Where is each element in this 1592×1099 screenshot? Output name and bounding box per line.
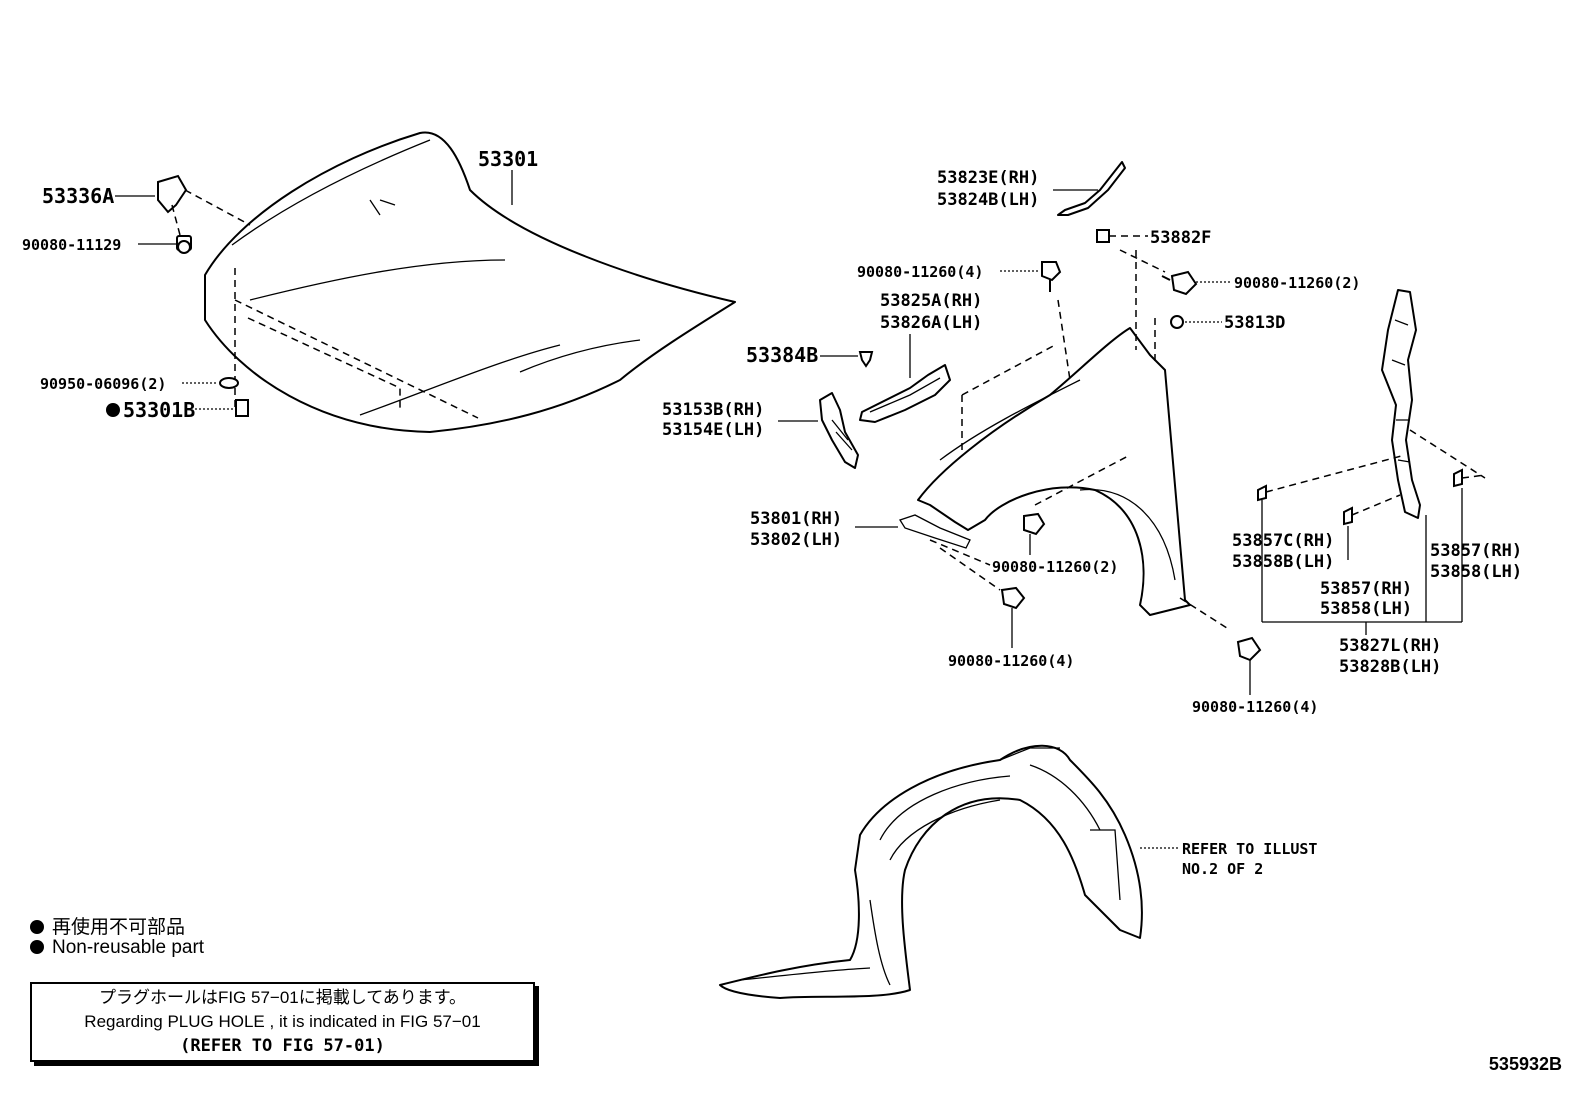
nut-icon [1170, 315, 1184, 329]
right-bolt [1236, 636, 1262, 662]
label-bracket-lh: 53826A(LH) [880, 313, 982, 333]
clip-icon [1096, 229, 1110, 243]
legend-en-text: Non-reusable part [52, 937, 205, 958]
note-jp: プラグホールはFIG 57−01に掲載してあります。 [98, 988, 467, 1007]
label-plug: 90950-06096(2) [40, 375, 166, 393]
bullet-icon [30, 920, 44, 934]
front-fender [899, 327, 1231, 631]
label-hinge-bolt: 90080-11129 [22, 236, 121, 254]
label-top-bolt-2: 90080-11260(2) [1234, 274, 1360, 292]
legend-jp: 再使用不可部品 [30, 912, 185, 939]
hood-panel [184, 131, 736, 433]
note-en: Regarding PLUG HOLE , it is indicated in… [84, 1012, 481, 1031]
fender-seal [1057, 161, 1126, 216]
plug-hole-note-box: プラグホールはFIG 57−01に掲載してあります。 Regarding PLU… [30, 982, 535, 1062]
label-pad-b-lh: 53858B(LH) [1232, 552, 1334, 572]
label-pad-c-rh: 53857C(RH) [1232, 531, 1334, 551]
top-right-bolt [1161, 270, 1198, 296]
plug-icon [219, 377, 239, 389]
label-hood-hinge: 53336A [42, 184, 114, 208]
fender-liner [719, 744, 1143, 999]
hood-hinge [157, 174, 188, 236]
label-clip-384b: 53384B [746, 343, 818, 367]
bullet-icon [30, 940, 44, 954]
label-support-lh: 53154E(LH) [662, 420, 764, 440]
label-pad-rh-b: 53857(RH) [1320, 579, 1412, 599]
non-reusable-bullet-icon [106, 403, 120, 417]
pad-c-icon [1257, 484, 1267, 502]
label-liner-lh: 53828B(LH) [1339, 657, 1441, 677]
mid-bolt [1023, 512, 1046, 536]
fender-liner-seal [1381, 289, 1421, 519]
label-seal-rh: 53823E(RH) [937, 168, 1039, 188]
label-nut-13d: 53813D [1224, 313, 1285, 333]
label-right-bolt-4: 90080-11260(4) [1192, 698, 1318, 716]
label-low-bolt-4: 90080-11260(4) [948, 652, 1074, 670]
label-refer-line2: NO.2 OF 2 [1182, 860, 1263, 878]
label-liner-rh: 53827L(RH) [1339, 636, 1441, 656]
label-mid-bolt-2: 90080-11260(2) [992, 558, 1118, 576]
label-pad-lh-b: 53858(LH) [1320, 599, 1412, 619]
top-bolt [1041, 261, 1062, 292]
fender-bracket [859, 364, 951, 423]
label-bracket-rh: 53825A(RH) [880, 291, 982, 311]
fender-support [819, 392, 859, 469]
label-fender-rh: 53801(RH) [750, 509, 842, 529]
legend-en: Non-reusable part [30, 937, 204, 959]
label-clip-82f: 53882F [1150, 228, 1211, 248]
label-seal-lh: 53824B(LH) [937, 190, 1039, 210]
label-support-rh: 53153B(RH) [662, 400, 764, 420]
label-refer-line1: REFER TO ILLUST [1182, 840, 1317, 858]
legend-jp-text: 再使用不可部品 [52, 917, 186, 938]
label-top-bolt-4: 90080-11260(4) [857, 263, 983, 281]
low-bolt [1000, 586, 1026, 610]
note-ref: (REFER TO FIG 57-01) [180, 1036, 385, 1056]
cushion-icon [235, 399, 249, 417]
pad-a-icon [1343, 506, 1353, 526]
label-pad-rh-a: 53857(RH) [1430, 541, 1522, 561]
label-cushion: 53301B [123, 398, 195, 422]
label-pad-lh-a: 53858(LH) [1430, 562, 1522, 582]
hinge-bolt [176, 235, 192, 254]
bracket-clip [858, 351, 874, 368]
label-hood: 53301 [478, 147, 538, 171]
label-fender-lh: 53802(LH) [750, 530, 842, 550]
illustration-id: 535932B [1488, 1054, 1562, 1074]
pad-b-icon [1453, 468, 1463, 488]
